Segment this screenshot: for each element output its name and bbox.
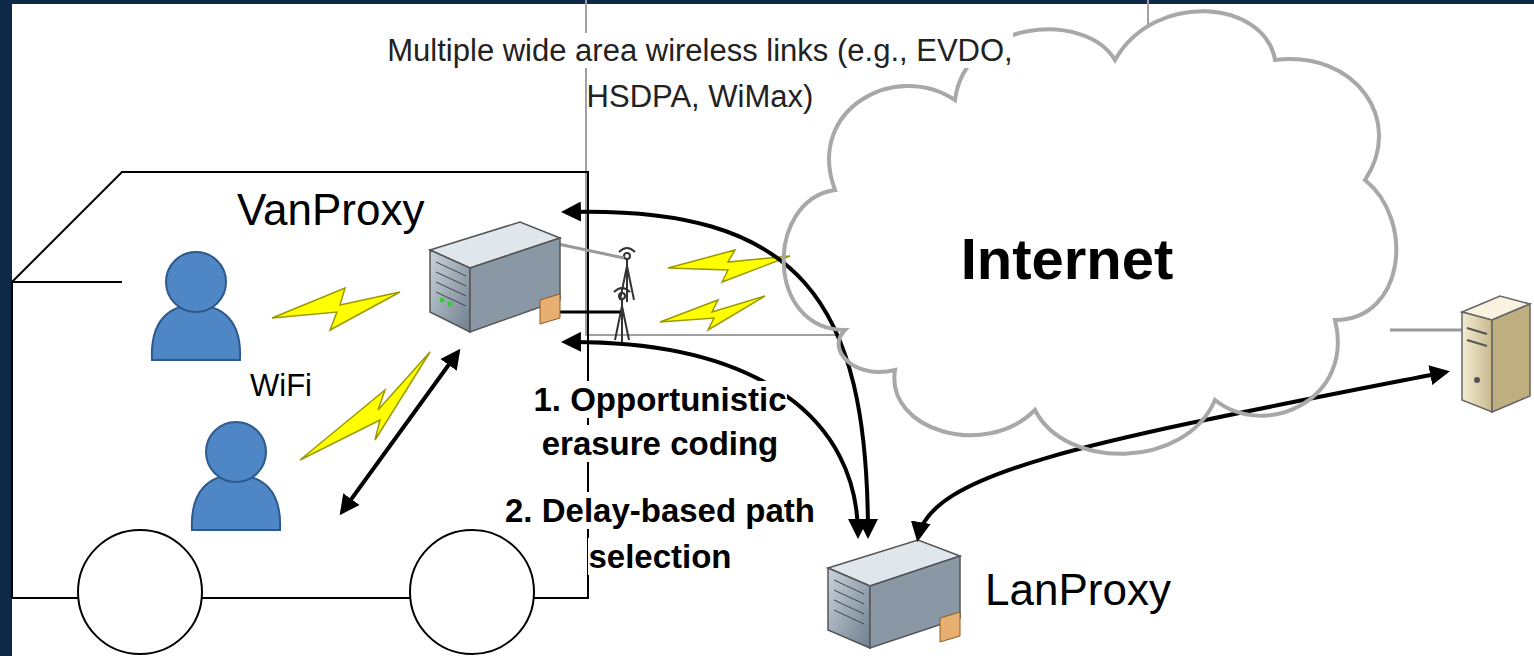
lightning-bolt [272, 288, 400, 330]
antenna [614, 288, 630, 342]
user-icon [192, 422, 280, 530]
node-label: VanProxy [237, 185, 425, 235]
van-wheel [78, 530, 202, 654]
technique-label: 1. Opportunistic erasure coding [533, 381, 786, 462]
antenna-cable [558, 311, 620, 314]
lightning-bolt [300, 352, 430, 460]
van-window-line [12, 281, 122, 283]
technique-label: 2. Delay-based path selection [505, 492, 815, 575]
proxy-node: VanProxy [235, 185, 565, 345]
lightning-bolt [660, 296, 765, 330]
label-box: 2. Delay-based path selection [470, 488, 850, 580]
van-wheel [410, 530, 534, 654]
node-label: LanProxy [985, 565, 1171, 615]
label-box: Multiple wide area wireless links (e.g.,… [360, 28, 1040, 120]
link-note: Multiple wide area wireless links (e.g.,… [387, 33, 1012, 114]
server-icon [430, 222, 560, 332]
antenna-cable [558, 244, 624, 258]
server-arrow [918, 372, 1446, 538]
proxy-node: LanProxy [820, 535, 1260, 653]
user-icon [152, 252, 240, 360]
van-outline [12, 172, 588, 598]
cloud-fill [784, 11, 1397, 454]
server-tower [1462, 296, 1530, 412]
white-panel [12, 4, 1534, 656]
label-box: 1. Opportunistic erasure coding [470, 378, 850, 466]
node-label: Internet [961, 225, 1174, 292]
server-icon [828, 540, 960, 648]
network-line [1390, 329, 1462, 332]
label-box: WiFi [226, 368, 336, 404]
wifi-arrow [342, 352, 458, 512]
curved-arrow [565, 212, 868, 535]
cloud-node: Internet [765, 0, 1395, 470]
cloud-path [784, 11, 1397, 454]
wifi-label: WiFi [250, 368, 312, 403]
